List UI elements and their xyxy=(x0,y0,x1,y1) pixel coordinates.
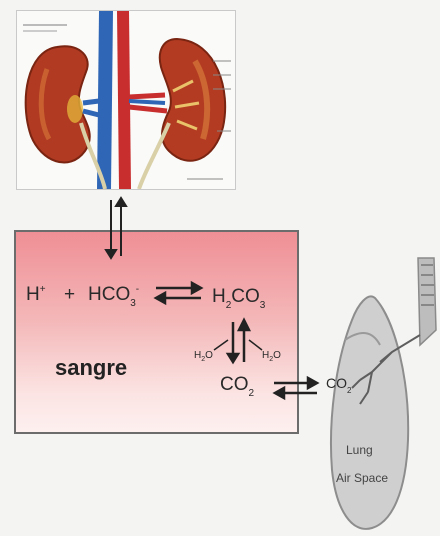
bicarbonate: HCO3- xyxy=(88,284,139,309)
water-left: H2O xyxy=(194,350,213,363)
carbonic-acid: H2CO3 xyxy=(212,286,266,311)
equilibrium-arrows-main xyxy=(156,283,201,303)
equilibrium-arrows-vertical xyxy=(214,320,262,362)
water-right: H2O xyxy=(262,350,281,363)
blood-co2: CO2 xyxy=(220,374,255,399)
lung-label-line1: Lung xyxy=(346,443,373,457)
lung-label-line2: Air Space xyxy=(336,471,388,485)
kidney-blood-exchange-arrows xyxy=(106,198,126,258)
plus-sign: + xyxy=(64,284,75,305)
hydrogen-ion: H+ xyxy=(26,284,46,305)
trachea xyxy=(418,258,436,345)
lung xyxy=(331,296,408,528)
co2-exchange-arrows xyxy=(274,378,317,398)
